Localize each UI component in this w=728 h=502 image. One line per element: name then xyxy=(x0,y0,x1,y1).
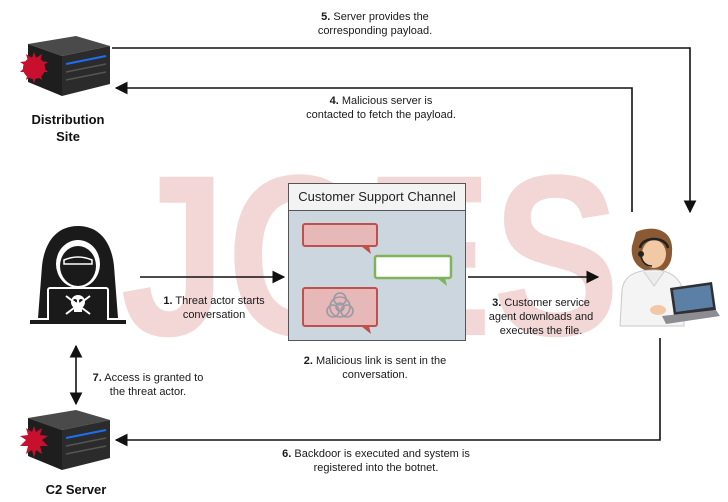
customer-support-channel: Customer Support Channel xyxy=(288,183,466,341)
c2-server-icon xyxy=(20,410,110,470)
chat-bubbles xyxy=(302,223,453,334)
step-6-label: 6. Backdoor is executed and system is re… xyxy=(282,448,470,474)
chat-bubble-red-top xyxy=(302,223,378,254)
c2-server-title: C2 Server xyxy=(45,482,107,497)
step-5-label: 5. Server provides the corresponding pay… xyxy=(317,11,433,37)
arrow-step-5 xyxy=(112,47,697,214)
virus-icon xyxy=(20,426,48,458)
arrow-step-4 xyxy=(114,81,633,212)
support-agent-icon xyxy=(619,228,720,327)
distribution-server-icon xyxy=(20,36,110,96)
biohazard-icon xyxy=(326,292,354,318)
virus-icon xyxy=(20,52,48,84)
skull-icon xyxy=(65,295,91,315)
distribution-site-title: Distribution Site xyxy=(31,112,105,144)
chat-bubble-red-link xyxy=(302,287,378,334)
step-3-label: 3. Customer service agent downloads and … xyxy=(488,297,594,337)
step-1-label: 1. Threat actor starts conversation xyxy=(163,295,265,321)
step-2-label: 2. Malicious link is sent in the convers… xyxy=(303,355,447,381)
hacker-icon xyxy=(30,226,126,324)
step-7-label: 7. Access is granted to the threat actor… xyxy=(92,372,204,398)
step-4-label: 4. Malicious server is contacted to fetc… xyxy=(306,95,456,121)
chat-bubble-green xyxy=(373,254,453,286)
laptop-icon xyxy=(662,282,720,324)
channel-title: Customer Support Channel xyxy=(289,184,465,211)
arrow-step-6 xyxy=(114,338,661,447)
